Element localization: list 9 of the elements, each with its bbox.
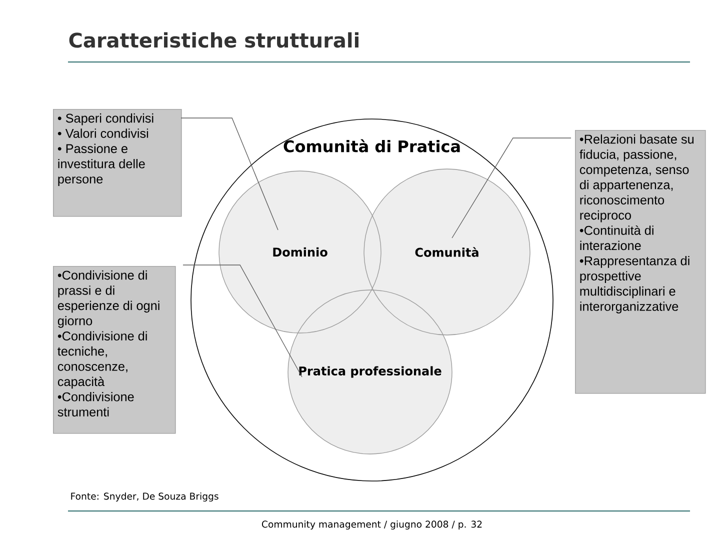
leader-line	[182, 264, 302, 378]
leader-line	[180, 118, 278, 230]
text-box: •Relazioni basate su fiducia, passione, competenza, senso di appartenenza, riconoscimento reciproco •Continuità di interazione •Rappresentanza di prospettive multidisciplinari e interorganizzative	[575, 130, 706, 394]
source-note: Fonte: Snyder, De Souza Briggs	[71, 492, 218, 502]
leader-line	[452, 138, 572, 238]
text-box: • Saperi condivisi • Valori condivisi • Passione e investitura delle persone	[53, 109, 182, 217]
text-box: •Condivisione di prassi e di esperienze di ogni giorno •Condivisione di tecniche, conoscenze, capacità •Condivisione strumenti	[53, 266, 176, 434]
slide-title: Caratteristiche strutturali	[69, 32, 358, 48]
footer-text: Community management / giugno 2008 / p. 32	[262, 520, 482, 530]
